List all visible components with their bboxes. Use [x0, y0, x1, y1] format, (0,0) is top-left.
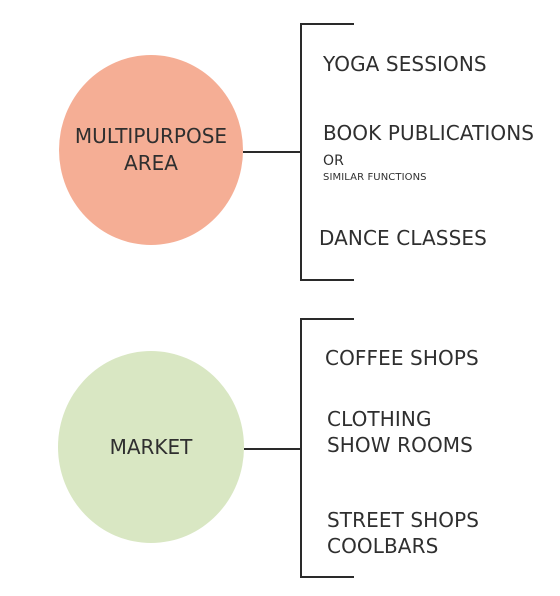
bracket-vertical-1	[300, 24, 302, 281]
multipurpose-area-circle: MULTIPURPOSE AREA	[59, 55, 243, 245]
item-book-publications: BOOK PUBLICATIONS	[323, 121, 535, 145]
connector-line-2	[244, 448, 302, 450]
market-label: MARKET	[109, 434, 193, 459]
item-or: OR	[323, 153, 344, 169]
market-circle: MARKET	[58, 351, 244, 543]
item-coffee-shops: COFFEE SHOPS	[325, 346, 479, 370]
item-yoga-sessions: YOGA SESSIONS	[323, 52, 487, 76]
bracket-top-2	[300, 318, 354, 320]
bracket-bottom-1	[300, 279, 354, 281]
item-similar-functions: SIMILAR FUNCTIONS	[323, 172, 427, 183]
item-clothing-show-rooms: CLOTHING SHOW ROOMS	[327, 407, 473, 457]
bracket-bottom-2	[300, 576, 354, 578]
item-street-shops-coolbars: STREET SHOPS COOLBARS	[327, 508, 480, 558]
multipurpose-area-label: MULTIPURPOSE AREA	[74, 124, 228, 175]
item-dance-classes: DANCE CLASSES	[319, 226, 487, 250]
bracket-top-1	[300, 23, 354, 25]
connector-line-1	[243, 151, 302, 153]
bracket-vertical-2	[300, 319, 302, 578]
